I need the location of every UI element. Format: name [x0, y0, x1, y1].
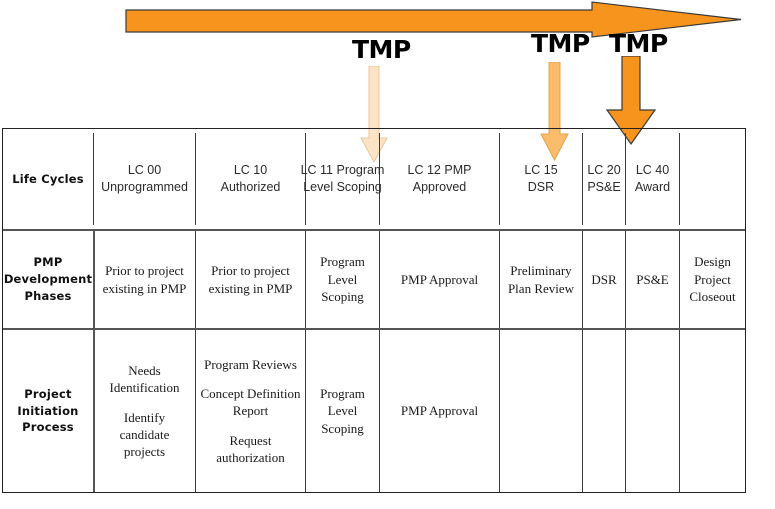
spacer — [200, 373, 301, 385]
cell-init-lc00-blocks: Needs Identification Identify candidate … — [98, 362, 191, 460]
column-divider — [679, 231, 680, 328]
cell-init-lc10-blocks: Program Reviews Concept Definition Repor… — [200, 356, 301, 466]
cell-lc40: LC 40 Award — [626, 129, 679, 229]
cell-lc11: LC 11 Program Level Scoping — [301, 129, 385, 229]
cell-lc20: LC 20 PS&E — [583, 129, 625, 229]
column-divider — [625, 330, 626, 492]
spacer — [98, 396, 191, 408]
column-divider — [679, 330, 680, 492]
column-divider — [379, 231, 380, 328]
column-divider — [93, 330, 95, 492]
cell-init-lc11: Program Level Scoping — [320, 385, 365, 436]
tmp-down-arrow-lc20 — [605, 56, 657, 146]
cell-pmp-lc20: DSR — [591, 271, 617, 287]
column-divider — [582, 330, 583, 492]
column-divider — [93, 231, 95, 328]
cell-lc15: LC 15 DSR — [500, 129, 582, 229]
column-divider — [499, 133, 500, 225]
tmp-down-arrow-lc11 — [360, 66, 388, 164]
row-header-pmp-text: PMP Development Phases — [3, 255, 93, 303]
row-header-pmp-development-phases: PMP Development Phases — [3, 231, 93, 328]
cell-init-closeout — [680, 330, 745, 492]
lc15-line2: DSR — [527, 180, 555, 194]
cell-init-lc00: Needs Identification Identify candidate … — [94, 330, 195, 492]
lc12-line2: Approved — [412, 180, 467, 194]
cell-lifecycle-empty — [680, 129, 745, 229]
cell-init-lc10: Program Reviews Concept Definition Repor… — [196, 330, 305, 492]
tmp-down-arrow-lc15 — [540, 62, 569, 162]
table-row-pmp-development-phases: PMP Development Phases Prior to project … — [3, 229, 745, 328]
column-divider — [625, 133, 626, 225]
cell-pmp-lc40: PS&E — [636, 271, 669, 287]
tmp-label-lc15: TMP — [531, 29, 590, 58]
cell-pmp-lc12: PMP Approval — [400, 271, 479, 287]
column-divider — [195, 133, 196, 225]
table-row-project-initiation-process: Project Initiation Process Needs Identif… — [3, 328, 745, 492]
column-divider — [379, 330, 380, 492]
process-flow-arrow — [125, 1, 742, 38]
lc11-line2: Level Scoping — [303, 180, 382, 194]
column-divider — [305, 330, 306, 492]
cell-init-lc15 — [500, 330, 582, 492]
cell-pmp-closeout: Design Project Closeout — [689, 254, 736, 305]
column-divider — [379, 133, 380, 225]
cell-pmp-lc11: Program Level Scoping — [320, 254, 365, 305]
column-divider — [93, 133, 94, 225]
tmp-label-lc20: TMP — [609, 29, 668, 58]
cell-lc10: LC 10 Authorized — [196, 129, 305, 229]
column-divider — [499, 231, 500, 328]
row-header-project-initiation-process: Project Initiation Process — [3, 330, 93, 492]
cell-init-lc40 — [626, 330, 679, 492]
lc15-line1: LC 15 — [524, 163, 558, 178]
lifecycle-matrix-table: Life Cycles LC 00 Unprogrammed LC 10 Aut… — [2, 128, 746, 493]
lc00-line2: Unprogrammed — [101, 180, 188, 194]
lc11-line1: LC 11 Program — [300, 163, 385, 178]
table-row-life-cycles: Life Cycles LC 00 Unprogrammed LC 10 Aut… — [3, 129, 745, 229]
column-divider — [582, 231, 583, 328]
lc10-line2: Authorized — [220, 180, 281, 194]
column-divider — [305, 231, 306, 328]
lc40-line1: LC 40 — [635, 163, 670, 178]
row-header-initiation-text: Project Initiation Process — [17, 386, 79, 435]
column-divider — [305, 133, 306, 225]
cell-lc12: LC 12 PMP Approved — [380, 129, 499, 229]
cell-pmp-lc10: Prior to project existing in PMP — [208, 262, 293, 296]
column-divider — [582, 133, 583, 225]
column-divider — [195, 231, 196, 328]
column-divider — [679, 133, 680, 225]
cell-pmp-lc00: Prior to project existing in PMP — [102, 262, 187, 296]
lc20-line2: PS&E — [587, 180, 621, 194]
cell-init-lc12: PMP Approval — [400, 403, 479, 419]
lc00-line1: LC 00 — [127, 163, 162, 178]
lc10-line1: LC 10 — [233, 163, 268, 178]
cell-lc00: LC 00 Unprogrammed — [94, 129, 195, 229]
row-header-life-cycles: Life Cycles — [12, 171, 84, 186]
tmp-label-lc11: TMP — [352, 35, 411, 64]
lc20-line1: LC 20 — [587, 163, 621, 178]
lc12-line1: LC 12 PMP — [407, 163, 472, 178]
spacer — [200, 420, 301, 432]
cell-pmp-lc15: Preliminary Plan Review — [507, 262, 575, 296]
cell-init-lc20 — [583, 330, 625, 492]
column-divider — [625, 231, 626, 328]
lc40-line2: Award — [634, 180, 671, 194]
column-divider — [499, 330, 500, 492]
column-divider — [195, 330, 196, 492]
